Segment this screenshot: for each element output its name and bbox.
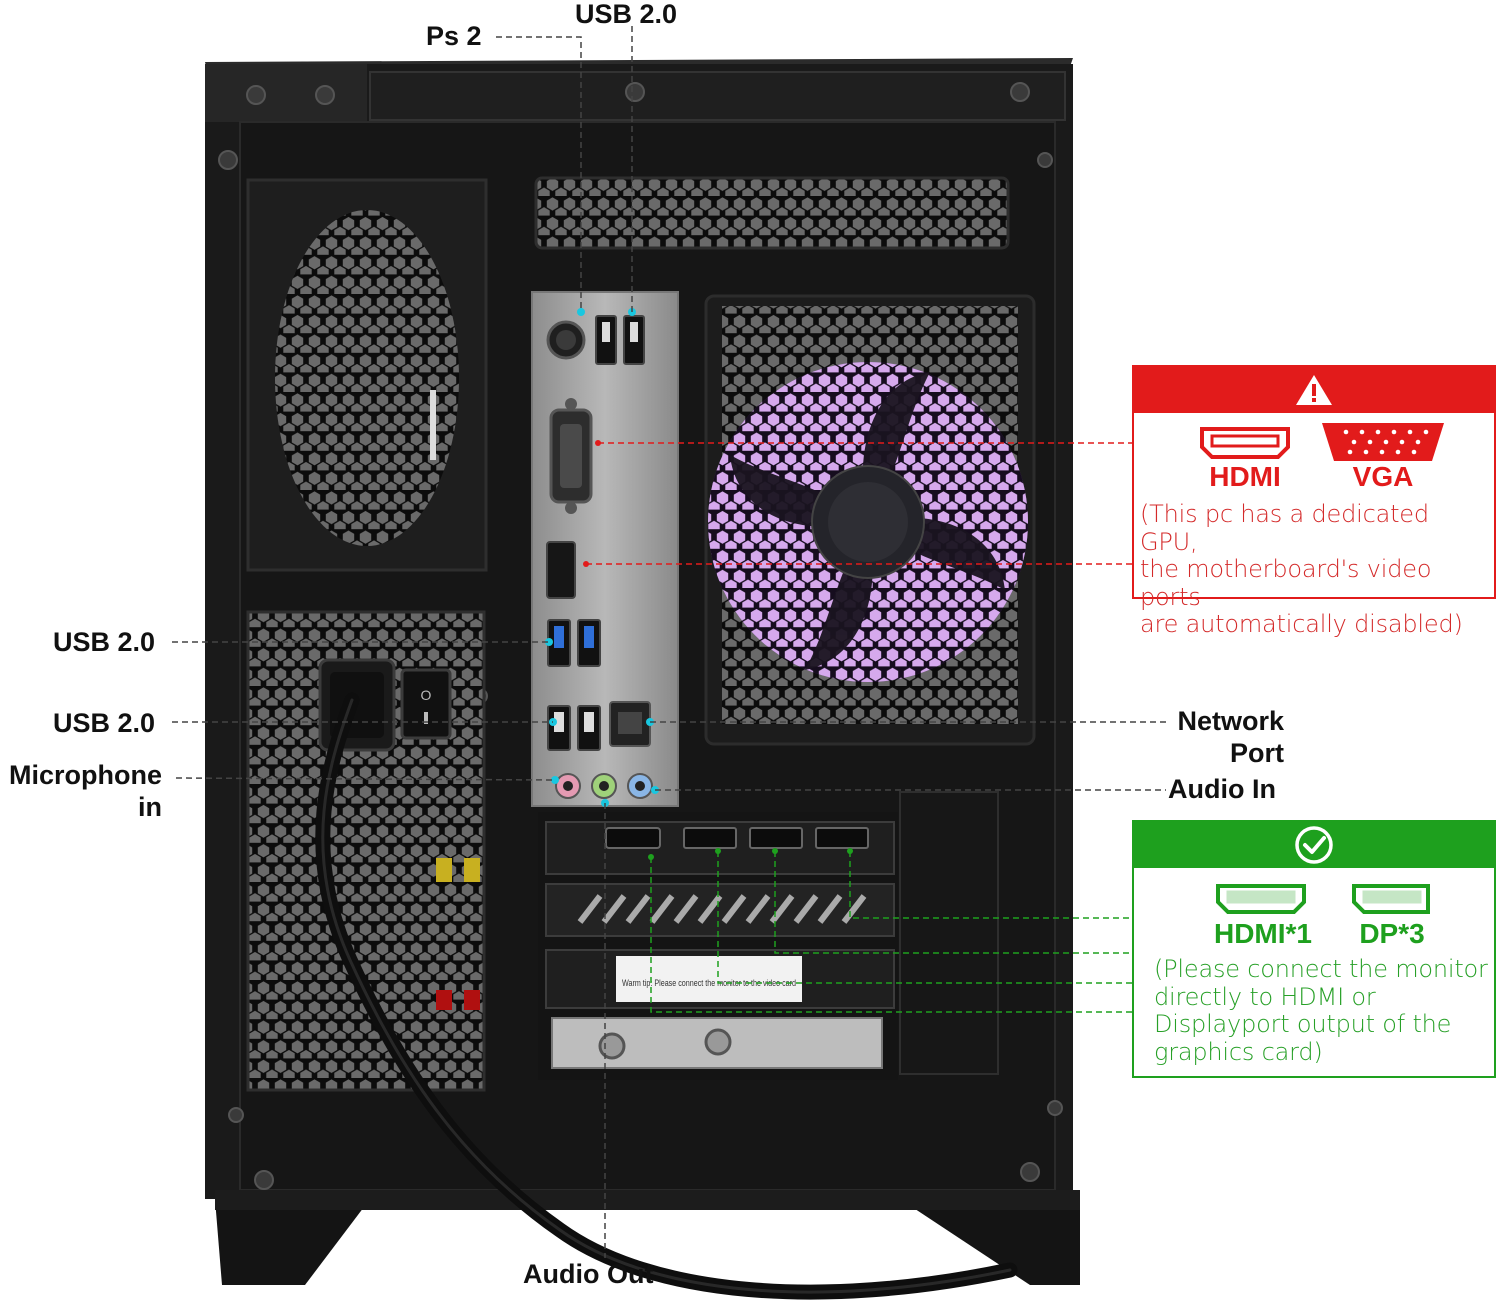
gpu-vent-slats — [577, 894, 867, 924]
disabled-ports-note: (This pc has a dedicated GPU, the mother… — [1140, 500, 1490, 639]
hdmi-disabled-label: HDMI — [1209, 461, 1281, 492]
gpu-hdmi-port — [605, 827, 661, 849]
recommended-ports-note: (Please connect the monitor directly to … — [1154, 955, 1490, 1066]
note-line: directly to HDMI or — [1154, 982, 1376, 1011]
note-line: (Please connect the monitor — [1154, 955, 1488, 983]
disabled-ports: HDMI VGA — [1134, 413, 1494, 511]
top-slot-vent — [534, 176, 1010, 250]
note-line: Displayport output of the — [1154, 1010, 1452, 1038]
warning-sticker — [616, 956, 802, 1002]
case-foot-right — [900, 1199, 1080, 1285]
note-line: are automatically disabled) — [1140, 610, 1463, 638]
disabled-ports-callout: HDMI VGA (This pc has a dedicated GPU, t… — [1132, 365, 1496, 638]
screws — [218, 82, 1063, 1190]
side-slot-cover — [899, 791, 999, 1075]
vga-port-icon — [1322, 423, 1444, 461]
green-leader-lines — [650, 851, 1132, 1013]
pointer-dots — [545, 308, 659, 807]
usb-lower-pair — [547, 705, 601, 751]
power-switch — [400, 668, 452, 740]
card-sticker-text: Warm tip: Please connect the monitor to … — [622, 978, 796, 988]
vga-disabled-label: VGA — [1352, 461, 1414, 492]
displayport-icon — [1352, 884, 1430, 914]
note-line: the motherboard's video ports — [1140, 555, 1432, 611]
usb-left-label-2: USB 2.0 — [53, 708, 156, 738]
dp-count-label: DP*3 — [1359, 918, 1425, 949]
case-foot-left — [215, 1199, 370, 1285]
svg-text:O: O — [421, 687, 432, 703]
microphone-label-line1: Microphone — [9, 760, 162, 790]
gpu-dp-port-2 — [749, 827, 803, 849]
gpu-vent-bracket — [545, 883, 895, 937]
gpu-dp-port-3 — [815, 827, 869, 849]
warning-header — [1134, 367, 1494, 413]
usb-left-label-1: USB 2.0 — [53, 627, 156, 657]
ps2-label: Ps 2 — [426, 21, 482, 51]
hdmi-count-label: HDMI*1 — [1213, 918, 1312, 949]
note-line: (This pc has a dedicated GPU, — [1140, 500, 1429, 556]
microphone-label: Microphone in — [0, 759, 162, 823]
leader-lines — [172, 26, 1166, 1258]
network-label-line2: Port — [1230, 738, 1284, 768]
antenna-connector-1 — [598, 1032, 626, 1060]
recommended-ports: HDMI*1 DP*3 — [1134, 868, 1494, 966]
mb-hdmi-port — [546, 541, 576, 599]
note-line: graphics card) — [1154, 1037, 1323, 1066]
microphone-label-line2: in — [138, 792, 162, 822]
audio-out-label: Audio Out — [523, 1259, 654, 1289]
warning-icon — [1296, 375, 1332, 405]
usb-top-label: USB 2.0 — [575, 0, 678, 29]
audio-in-label: Audio In — [1168, 774, 1276, 804]
gpu-dp-port-1 — [683, 827, 737, 849]
ok-header — [1134, 822, 1494, 868]
network-label-line1: Network — [1177, 706, 1284, 736]
antenna-connector-2 — [704, 1028, 732, 1056]
checkmark-icon — [1295, 826, 1333, 864]
recommended-ports-callout: HDMI*1 DP*3 (Please connect the monitor … — [1132, 820, 1496, 1078]
network-port-label: Network Port — [1140, 705, 1284, 769]
red-leader-lines — [586, 442, 1132, 565]
hdmi-port-icon — [1200, 427, 1290, 459]
hdmi-port-icon — [1216, 884, 1306, 914]
